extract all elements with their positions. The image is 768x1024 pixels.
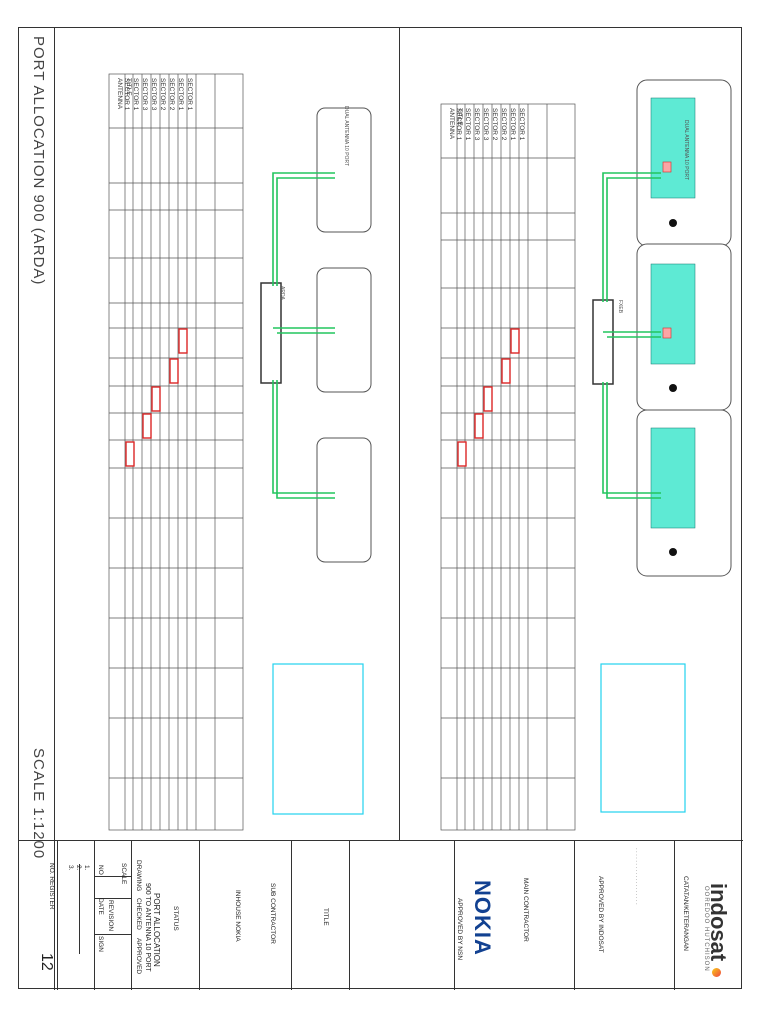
left-half bbox=[108, 73, 372, 831]
right-half bbox=[440, 79, 732, 831]
notes-fineprint: · · · · · · · · · · · · · · · · · · · bbox=[633, 848, 639, 905]
status-label: STATUS bbox=[172, 906, 179, 931]
right-combiner-box bbox=[592, 299, 614, 385]
rev-sign-label: SIGN bbox=[97, 936, 104, 952]
center-divider bbox=[399, 28, 400, 840]
nokia-logo: NOKIA bbox=[470, 880, 495, 956]
right-row-sector-4: SECTOR 2 bbox=[491, 108, 498, 141]
left-row-sector-2: SECTOR 1 bbox=[177, 78, 184, 111]
approved-by-operator: APPROVED BY INDOSAT bbox=[597, 876, 604, 953]
left-antennas bbox=[316, 107, 372, 563]
left-row-sector-6: SECTOR 3 bbox=[141, 78, 148, 111]
left-box-label: ARDA bbox=[279, 286, 285, 300]
indosat-sub: OOREDOO HUTCHISON bbox=[703, 886, 709, 972]
right-cables bbox=[602, 172, 661, 499]
rev-no-2: 2. bbox=[75, 865, 82, 871]
rev-date-label: DATE bbox=[97, 898, 104, 915]
right-box-label: FXEB bbox=[617, 300, 623, 314]
title-block-top-line bbox=[19, 840, 743, 841]
right-row-sector-7: SECTOR 1 bbox=[464, 108, 471, 141]
right-table-row-label: ANTENNA bbox=[448, 108, 455, 140]
rev-no-3: 3. bbox=[67, 865, 74, 871]
drawing-scale: SCALE 1:1200 bbox=[30, 748, 47, 860]
drawing-title: PORT ALLOCATION 900 (ARDA) bbox=[30, 36, 47, 286]
right-antennas bbox=[636, 79, 732, 577]
checked-col: CHECKED bbox=[135, 898, 142, 930]
drawing-sheet: PORT ALLOCATION 900 (ARDA) SCALE 1:1200 … bbox=[18, 27, 743, 990]
title-label: TITLE bbox=[322, 908, 329, 926]
drawing-title-line1: PORT ALLOCATION bbox=[152, 893, 161, 967]
left-row-sector-7: SECTOR 1 bbox=[132, 78, 139, 111]
approved-col: APPROVED bbox=[135, 938, 142, 975]
rev-no-label: NO bbox=[97, 865, 104, 875]
left-row-sector-5: SECTOR 3 bbox=[150, 78, 157, 111]
sheet-number: 12 bbox=[38, 953, 55, 971]
drawing-col: DRAWING bbox=[135, 860, 142, 892]
main-contractor-label: MAIN CONTRACTOR bbox=[522, 878, 529, 942]
drawing-title-line2: 900 TO ANTENNA 10 PORT bbox=[144, 883, 151, 972]
right-row-sector-8: SECTOR 1 bbox=[455, 108, 462, 141]
right-row-sector-6: SECTOR 3 bbox=[473, 108, 480, 141]
left-table-row-label: ANTENNA bbox=[116, 78, 123, 110]
notes-header: CATATAN/KETERANGAN bbox=[682, 876, 689, 951]
approved-by-vendor: APPROVED BY NSN bbox=[456, 898, 463, 961]
register-label: NO. REGISTER bbox=[48, 863, 55, 910]
left-row-sector-4: SECTOR 2 bbox=[159, 78, 166, 111]
inhouse-label: INHOUSE NOKIA bbox=[234, 890, 241, 942]
right-highlights bbox=[457, 328, 520, 467]
right-note-box bbox=[600, 663, 686, 813]
left-row-sector-3: SECTOR 2 bbox=[168, 78, 175, 111]
indosat-logo-dot bbox=[712, 968, 721, 977]
left-note-box bbox=[272, 663, 364, 815]
left-row-sector-1: SECTOR 1 bbox=[186, 78, 193, 111]
right-antenna-label: DUAL ANTENNA 10 PORT bbox=[683, 120, 689, 181]
right-row-sector-1: SECTOR 1 bbox=[518, 108, 525, 141]
scale-label: SCALE bbox=[120, 863, 127, 885]
left-row-sector-8: SECTOR 1 bbox=[123, 78, 130, 111]
right-row-sector-3: SECTOR 2 bbox=[500, 108, 507, 141]
diagram-canvas bbox=[108, 73, 732, 831]
left-port-table bbox=[108, 73, 244, 831]
left-antenna-label: DUAL ANTENNA 10 PORT bbox=[343, 106, 349, 167]
left-highlights bbox=[125, 328, 188, 467]
right-row-sector-5: SECTOR 3 bbox=[482, 108, 489, 141]
right-port-table bbox=[440, 103, 576, 831]
right-row-sector-2: SECTOR 1 bbox=[509, 108, 516, 141]
sub-contractor-label: SUB CONTRACTOR bbox=[269, 883, 276, 944]
rev-no-1: 1. bbox=[83, 865, 90, 871]
left-margin-line bbox=[54, 28, 55, 990]
left-cables bbox=[272, 172, 335, 499]
revision-label: REVISION bbox=[107, 900, 114, 932]
